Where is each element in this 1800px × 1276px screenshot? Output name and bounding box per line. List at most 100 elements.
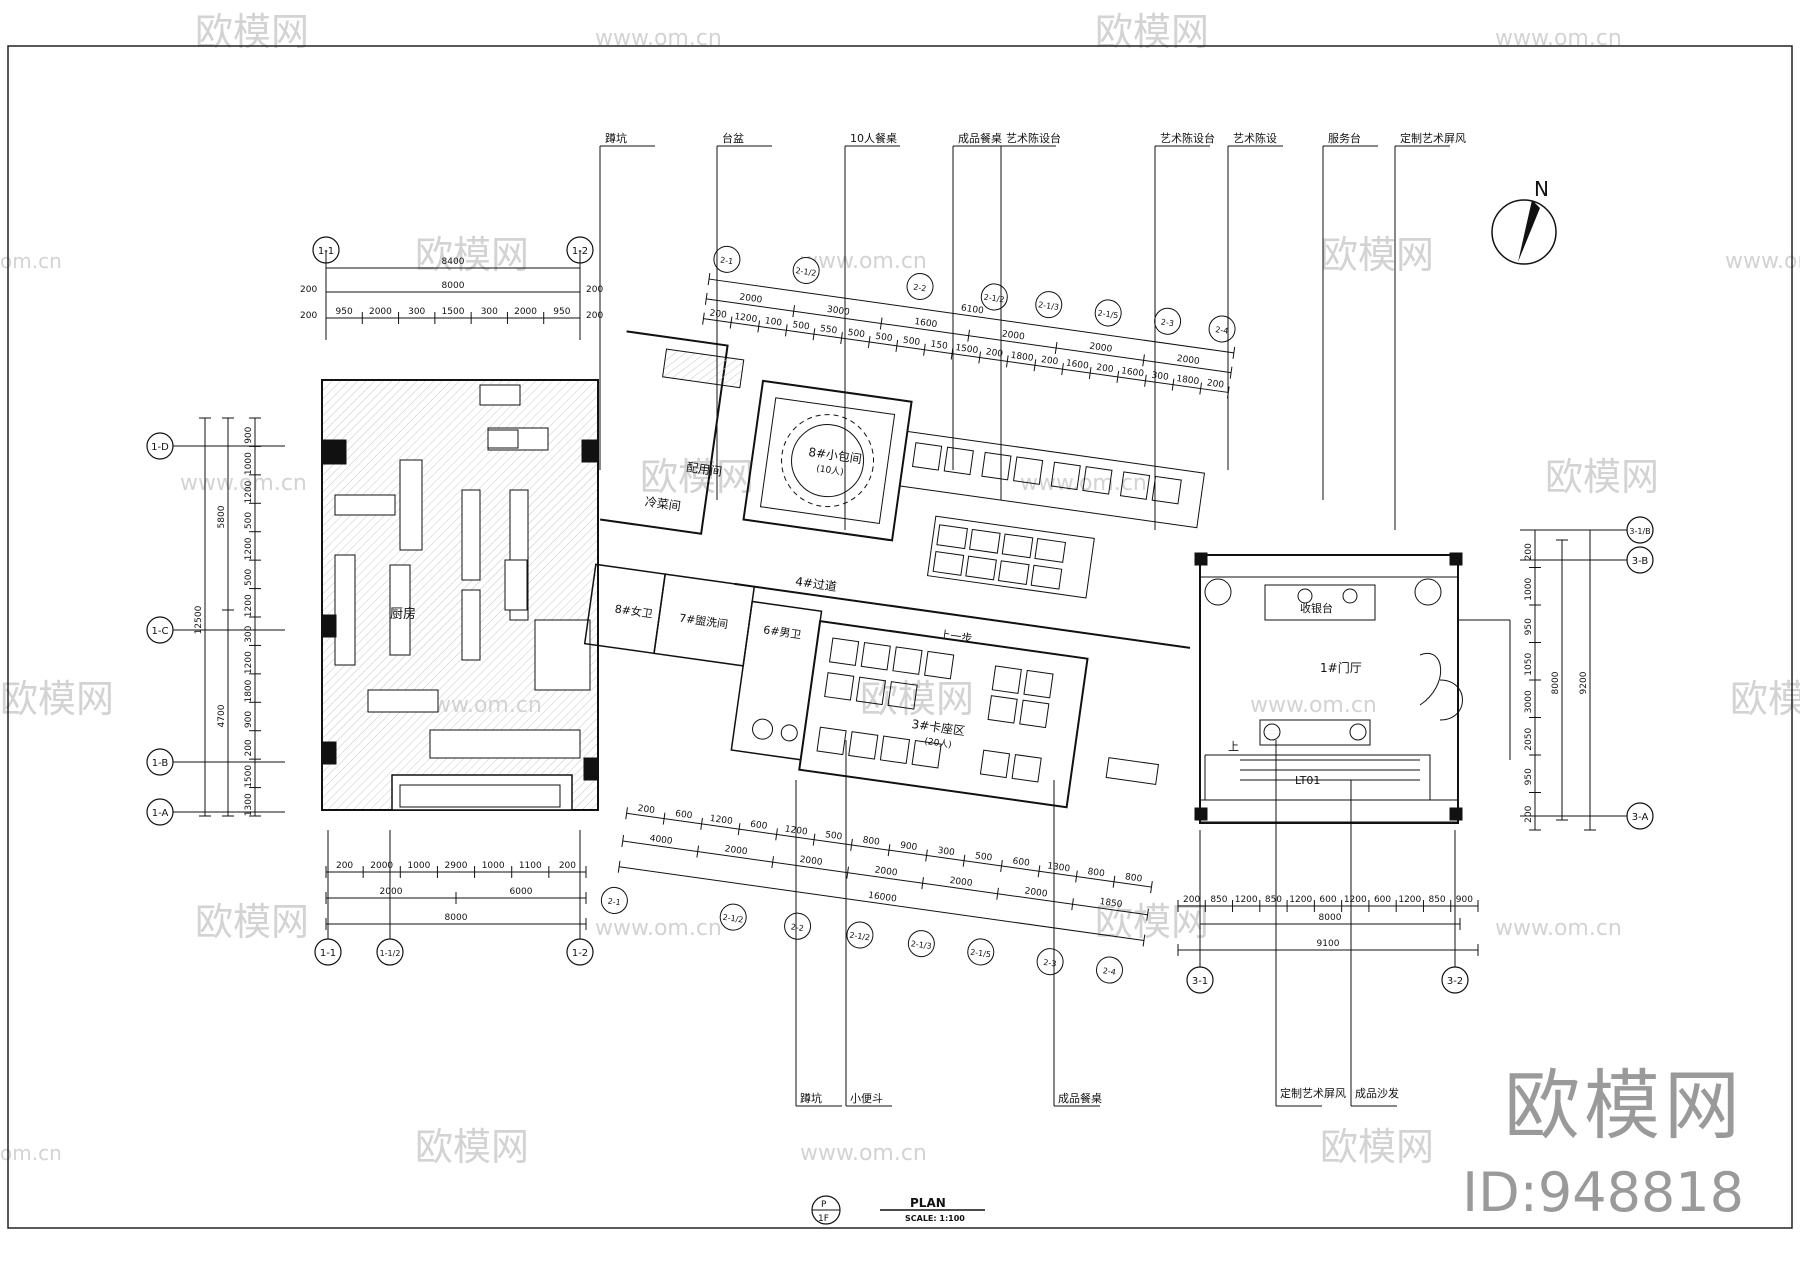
dim-text: 900 (1456, 895, 1473, 905)
dim-text: 950 (336, 307, 353, 317)
dim-text: 8000 (1551, 671, 1561, 694)
watermark-site: www.om.cn (1495, 26, 1622, 51)
dim-text: 1600 (1120, 366, 1144, 379)
watermark-site: www.om.cn (1495, 916, 1622, 941)
dim-text: 2050 (1524, 728, 1534, 751)
dim-text: 6000 (510, 887, 533, 897)
dim-text: 1050 (1524, 653, 1534, 676)
axis-label: 3-1/B (1629, 527, 1650, 536)
watermark-text: 欧模网 (1320, 233, 1434, 277)
axis-label: 2-1/2 (849, 931, 871, 943)
dim-text: 1300 (244, 793, 254, 816)
room-label-toilet-f: 8#女卫 (614, 602, 654, 621)
dining-tables-mid (932, 524, 1067, 590)
dim-text: 200 (1040, 355, 1059, 367)
dim-text: 200 (1524, 805, 1534, 822)
watermark-layer: 欧模网 www.om.cn 欧模网 www.om.cn om.cn 欧模网 ww… (0, 10, 1800, 1169)
callout-label: 定制艺术屏风 (1280, 1086, 1346, 1100)
callout-label: 成品餐桌 (958, 131, 1002, 145)
dim-text: 9200 (1579, 671, 1589, 694)
axis-label: 3-A (1632, 812, 1649, 823)
axis-label: 2-1 (607, 897, 621, 908)
callout-label: 成品餐桌 (1058, 1091, 1102, 1105)
callout-label: 艺术陈设台 (1006, 131, 1061, 145)
dim-text: 2000 (874, 865, 898, 878)
axis-label: 2-1/5 (1097, 309, 1119, 321)
watermark-text: 欧模网 (1730, 677, 1800, 721)
axis-label: 2-2 (790, 922, 804, 933)
dim-text: 12500 (194, 605, 204, 634)
dim-text: 500 (244, 568, 254, 585)
dim-text: 200 (637, 804, 656, 816)
dim-text: 500 (792, 320, 811, 332)
dim-text: 200 (244, 739, 254, 756)
dim-text: 2000 (1176, 354, 1200, 367)
axis-label: 3-1 (1192, 976, 1208, 987)
axis-bubble (907, 930, 935, 958)
axis-bubble (719, 903, 747, 931)
dim-text: 2000 (370, 861, 393, 871)
watermark-text: 欧模网 (0, 677, 114, 721)
dim-text: 550 (819, 324, 838, 336)
room-label-kitchen: 厨房 (390, 606, 416, 622)
north-arrow: N (1491, 177, 1557, 265)
dim-text: 500 (847, 328, 866, 340)
axis-label: 2-1/3 (910, 939, 932, 951)
dim-text: 8000 (442, 281, 465, 291)
dim-text: 200 (586, 285, 603, 295)
dim-text: 100 (764, 316, 783, 328)
axis-label: 1-2 (572, 948, 588, 959)
axis-bubble (1096, 956, 1124, 984)
dim-text: 1000 (482, 861, 505, 871)
axis-label: 2-1/2 (795, 266, 817, 278)
callout-label: 台盆 (722, 131, 744, 145)
axis-bubble (906, 273, 934, 301)
dim-text: 600 (1319, 895, 1336, 905)
axis-bubble (1208, 315, 1236, 343)
watermark-text: 欧模网 (1095, 10, 1209, 54)
dim-text: 1200 (244, 480, 254, 503)
sheet-border (7, 45, 1793, 1229)
dim-text: 950 (1524, 618, 1534, 635)
axis-label: 2-4 (1215, 325, 1229, 336)
room-label-lobby: 1#门厅 (1320, 660, 1362, 675)
dim-text: 2000 (949, 876, 973, 889)
callout-label: 艺术陈设 (1233, 131, 1277, 145)
dim-text: 850 (1210, 895, 1227, 905)
dim-text: 3000 (1524, 690, 1534, 713)
room-sub-private: (10人) (816, 463, 845, 478)
dim-text: 1200 (1289, 895, 1312, 905)
axis-label: 1-C (152, 626, 169, 637)
stair-up-label: 上 (1228, 740, 1239, 753)
cashier-label: 收银台 (1300, 601, 1333, 615)
axis-label: 2-4 (1102, 966, 1116, 977)
dim-text: 8000 (1319, 913, 1342, 923)
dim-text: 500 (974, 851, 993, 863)
dim-text: 800 (862, 835, 881, 847)
dim-text: 1500 (244, 765, 254, 788)
watermark-site: www.om.cn (800, 249, 927, 274)
dim-text: 600 (1012, 857, 1031, 869)
dim-text: 200 (709, 309, 728, 321)
dim-text: 200 (586, 311, 603, 321)
dim-text: 1200 (1398, 895, 1421, 905)
callout-label: 蹲坑 (800, 1091, 822, 1105)
axis-bubble (600, 886, 628, 914)
dim-text: 1000 (244, 452, 254, 475)
dim-text: 3000 (826, 305, 850, 318)
watermark-site: www.om.cn (1725, 249, 1800, 274)
dim-text: 2000 (724, 844, 748, 857)
dim-text: 200 (559, 861, 576, 871)
dim-text: 8400 (442, 257, 465, 267)
dim-text: 950 (553, 307, 570, 317)
dim-text: 500 (875, 332, 894, 344)
axis-bubble (1094, 299, 1122, 327)
dim-text: 1800 (244, 679, 254, 702)
callout-label: 服务台 (1328, 131, 1361, 145)
dim-text: 1200 (1344, 895, 1367, 905)
axis-bubble (967, 938, 995, 966)
dim-text: 300 (481, 307, 498, 317)
